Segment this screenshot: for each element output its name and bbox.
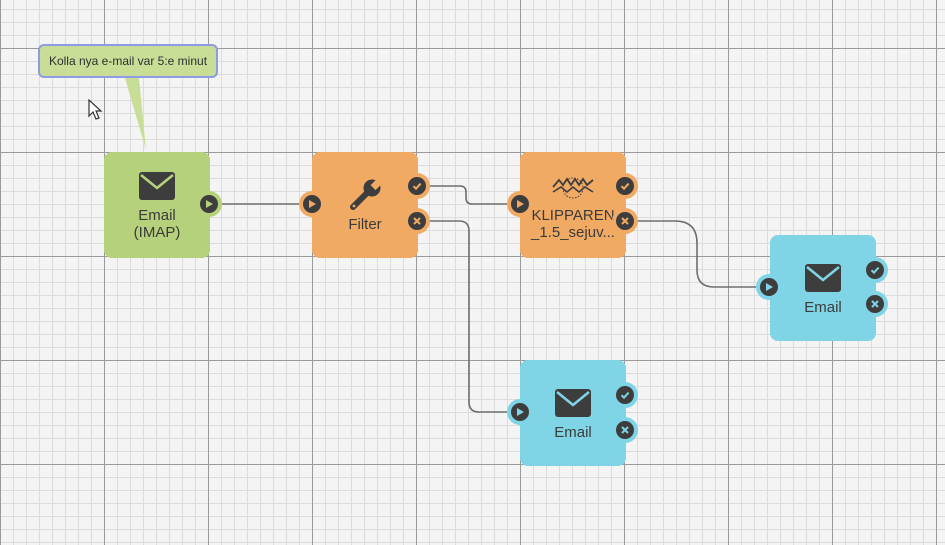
- wire-filter-fail-to-email: [429, 220, 507, 413]
- x-icon: [616, 212, 634, 230]
- filter-input-port[interactable]: [299, 191, 325, 217]
- node-email-right[interactable]: Email: [770, 235, 876, 341]
- comment-note[interactable]: Kolla nya e-mail var 5:e minut: [38, 44, 218, 78]
- envelope-icon: [139, 169, 175, 203]
- wire-klipparen-fail-to-email: [637, 220, 756, 288]
- email-imap-output-port[interactable]: [196, 191, 222, 217]
- play-icon: [511, 195, 529, 213]
- check-icon: [616, 386, 634, 404]
- email-bottom-input-port[interactable]: [507, 399, 533, 425]
- node-label: KLIPPAREN _1.5_sejuv...: [531, 207, 615, 241]
- node-email-imap[interactable]: Email (IMAP): [104, 152, 210, 258]
- node-email-bottom[interactable]: Email: [520, 360, 626, 466]
- email-right-success-port[interactable]: [862, 257, 888, 283]
- filter-failure-port[interactable]: [404, 208, 430, 234]
- filter-success-port[interactable]: [404, 173, 430, 199]
- email-right-input-port[interactable]: [756, 274, 782, 300]
- note-pointer: [125, 78, 146, 150]
- email-bottom-success-port[interactable]: [612, 382, 638, 408]
- node-label: Filter: [348, 215, 382, 233]
- node-label: Email: [554, 423, 592, 441]
- klipparen-failure-port[interactable]: [612, 208, 638, 234]
- node-label: Email (IMAP): [133, 207, 181, 241]
- x-icon: [408, 212, 426, 230]
- node-label-line2: (IMAP): [133, 224, 181, 241]
- mouse-cursor-icon: [88, 99, 103, 120]
- wire-filter-success-to-klipparen: [429, 185, 507, 205]
- klipparen-input-port[interactable]: [507, 191, 533, 217]
- wrench-icon: [348, 177, 382, 212]
- x-icon: [616, 421, 634, 439]
- play-icon: [200, 195, 218, 213]
- x-icon: [866, 295, 884, 313]
- node-label: Email: [804, 298, 842, 316]
- node-filter[interactable]: Filter: [312, 152, 418, 258]
- email-right-failure-port[interactable]: [862, 291, 888, 317]
- envelope-icon: [555, 386, 591, 420]
- play-icon: [760, 278, 778, 296]
- check-icon: [616, 177, 634, 195]
- email-bottom-failure-port[interactable]: [612, 417, 638, 443]
- check-icon: [408, 177, 426, 195]
- node-klipparen[interactable]: KLIPPAREN _1.5_sejuv...: [520, 152, 626, 258]
- klipparen-success-port[interactable]: [612, 173, 638, 199]
- klipparen-logo-icon: [551, 169, 595, 203]
- check-icon: [866, 261, 884, 279]
- play-icon: [511, 403, 529, 421]
- envelope-icon: [805, 261, 841, 295]
- play-icon: [303, 195, 321, 213]
- note-text: Kolla nya e-mail var 5:e minut: [48, 54, 208, 68]
